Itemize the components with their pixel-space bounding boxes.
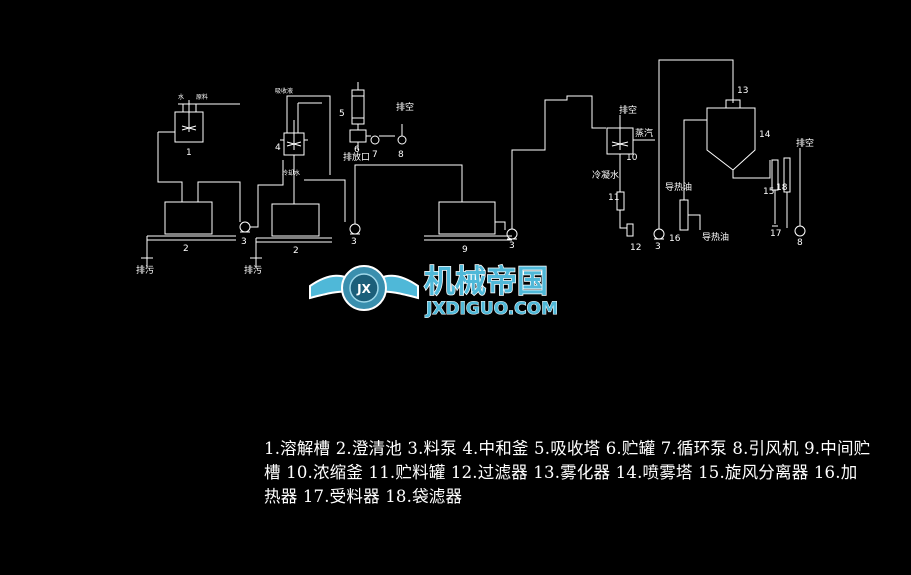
vent-label-b: 排空: [619, 104, 637, 116]
label-6: 6: [354, 145, 360, 155]
pump-3a: 3: [239, 221, 251, 247]
cooling-small-label: 冷却水: [282, 169, 300, 177]
bag-filter-18: 18: [776, 157, 791, 228]
dissolving-tank-1: 水 原料 1: [174, 93, 240, 158]
label-14: 14: [759, 130, 771, 140]
label-11: 11: [608, 193, 619, 203]
label-7: 7: [372, 150, 378, 160]
heat-oil-label-a: 导热油: [665, 181, 692, 193]
steam-label: 蒸汽: [635, 127, 653, 139]
clarifier-2a: 2 排污: [136, 201, 236, 276]
fan-8b: 8 排空: [794, 137, 814, 248]
fan-8a: 8 排空: [396, 101, 414, 160]
concentrator-10: 10 排空 蒸汽 冷凝水: [592, 104, 655, 181]
vent-label-c: 排空: [796, 137, 814, 149]
drain-label-a: 排污: [136, 264, 154, 276]
heat-oil-label-b: 导热油: [702, 231, 729, 243]
storage-11: 11: [608, 191, 625, 211]
receiver-17: 17: [770, 225, 781, 239]
label-3d: 3: [655, 242, 661, 252]
vent-label-a: 排空: [396, 101, 414, 113]
label-8a: 8: [398, 150, 404, 160]
equipment-legend: 1.溶解槽 2.澄清池 3.料泵 4.中和釜 5.吸收塔 6.贮罐 7.循环泵 …: [264, 439, 871, 506]
circulation-pump-7: 7: [366, 135, 395, 160]
label-8b: 8: [797, 238, 803, 248]
absorption-tower-5: 5: [339, 82, 365, 125]
absorbent-label: 吸收液: [275, 87, 293, 95]
pump-3b: 3: [349, 223, 361, 247]
atomizer-13: 13: [725, 86, 748, 109]
water-label: 水: [178, 93, 184, 101]
label-4: 4: [275, 143, 281, 153]
clarifier-2b: 2 排污: [244, 203, 332, 276]
label-3c: 3: [509, 241, 515, 251]
label-3a: 3: [241, 237, 247, 247]
heater-16: 16 导热油: [669, 199, 729, 244]
label-2b: 2: [293, 246, 299, 256]
label-10: 10: [626, 153, 638, 163]
label-2a: 2: [183, 244, 189, 254]
label-16: 16: [669, 234, 681, 244]
label-18: 18: [776, 183, 788, 193]
label-15: 15: [763, 187, 774, 197]
intermediate-tank-9: 9: [424, 201, 512, 255]
label-12: 12: [630, 243, 641, 253]
label-3b: 3: [351, 237, 357, 247]
storage-tank-6: 6: [349, 124, 367, 155]
label-9: 9: [462, 245, 468, 255]
spray-tower-14: 14: [706, 107, 771, 171]
raw-material-label: 原料: [196, 93, 208, 101]
label-17: 17: [770, 229, 781, 239]
pump-3d: 3: [653, 228, 665, 252]
drain-label-b: 排污: [244, 264, 262, 276]
label-13: 13: [737, 86, 748, 96]
cooling-water-label: 冷凝水: [592, 169, 619, 181]
cyclone-15: 15: [763, 159, 779, 224]
filter-12: 12: [626, 223, 641, 253]
label-1: 1: [186, 148, 192, 158]
discharge-label: 排放口: [343, 151, 370, 163]
label-5: 5: [339, 109, 345, 119]
neutralizer-4: 4 吸收液 冷却水: [275, 87, 331, 177]
